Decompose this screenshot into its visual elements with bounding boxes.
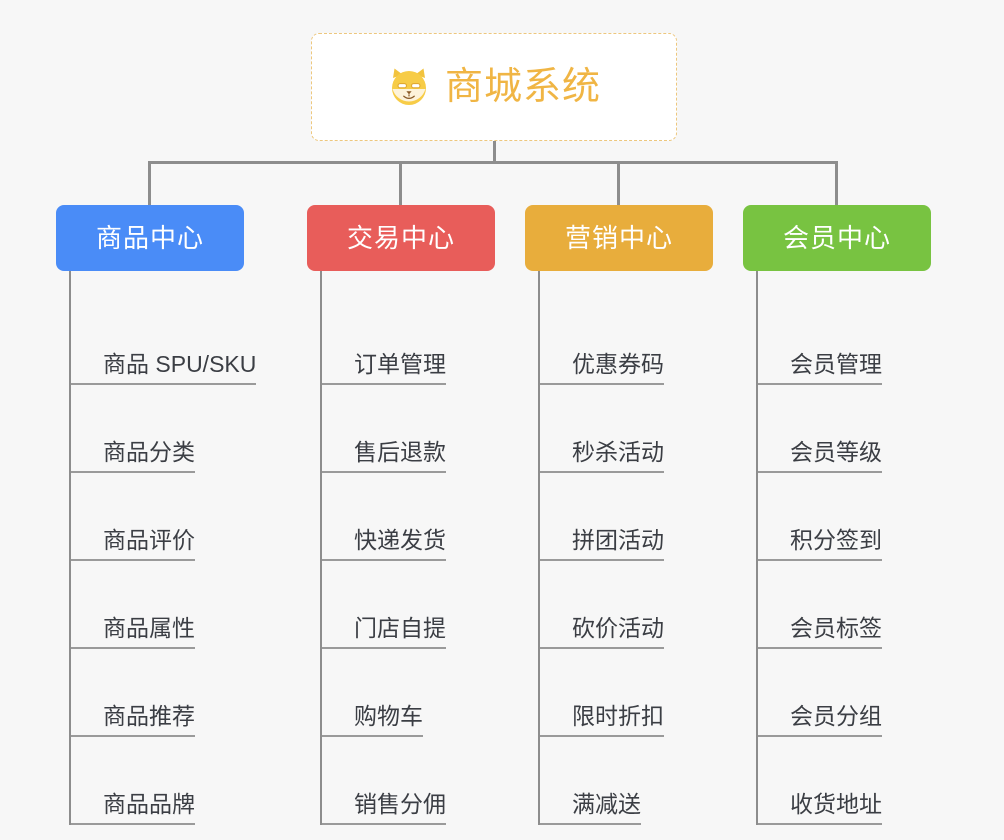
category-label-2: 交易中心 [346,223,455,253]
category-box-1[interactable]: 商品中心 [56,205,244,271]
connector-drop-4 [835,161,838,205]
leaf-label: 售后退款 [354,439,446,473]
leaf-item[interactable]: 售后退款 [322,385,495,473]
leaf-label: 会员等级 [790,439,882,473]
leaf-item[interactable]: 秒杀活动 [540,385,713,473]
leaf-label: 商品评价 [103,527,195,561]
branch-column-1: 商品中心 商品 SPU/SKU 商品分类 商品评价 商品属性 商品推荐 商品品牌 [56,205,257,825]
leaf-item[interactable]: 会员管理 [758,297,931,385]
leaf-item[interactable]: 会员标签 [758,561,931,649]
category-box-2[interactable]: 交易中心 [307,205,495,271]
leaf-label: 商品 SPU/SKU [103,351,257,385]
leaf-item[interactable]: 砍价活动 [540,561,713,649]
leaf-item[interactable]: 限时折扣 [540,649,713,737]
leaf-item[interactable]: 满减送 [540,737,713,825]
root-title: 商城系统 [444,66,601,108]
leaf-label: 砍价活动 [572,615,664,649]
leaf-item[interactable]: 优惠券码 [540,297,713,385]
category-label-3: 营销中心 [564,223,673,253]
leaf-label: 订单管理 [354,351,446,385]
leaf-label: 会员管理 [790,351,882,385]
branch-column-2: 交易中心 订单管理 售后退款 快递发货 门店自提 购物车 销售分佣 [307,205,495,825]
leaf-label: 秒杀活动 [572,439,664,473]
leaf-item[interactable]: 商品评价 [71,473,244,561]
leaf-item[interactable]: 商品分类 [71,385,244,473]
connector-drop-2 [399,161,402,205]
leaf-item[interactable]: 会员分组 [758,649,931,737]
leaf-item[interactable]: 商品 SPU/SKU [71,297,257,385]
leaf-item[interactable]: 商品属性 [71,561,244,649]
connector-horizontal-bar [148,161,838,164]
category-label-4: 会员中心 [782,223,891,253]
branch-column-4: 会员中心 会员管理 会员等级 积分签到 会员标签 会员分组 收货地址 [743,205,931,825]
leaf-item[interactable]: 收货地址 [758,737,931,825]
leaf-item[interactable]: 积分签到 [758,473,931,561]
connector-root-stem [493,141,496,163]
leaf-label: 商品推荐 [103,703,195,737]
leaf-list-2: 订单管理 售后退款 快递发货 门店自提 购物车 销售分佣 [320,271,495,825]
leaf-label: 满减送 [572,791,641,825]
leaf-item[interactable]: 门店自提 [322,561,495,649]
leaf-item[interactable]: 商品品牌 [71,737,244,825]
leaf-item[interactable]: 快递发货 [322,473,495,561]
leaf-list-4: 会员管理 会员等级 积分签到 会员标签 会员分组 收货地址 [756,271,931,825]
category-label-1: 商品中心 [95,223,204,253]
leaf-label: 收货地址 [790,791,882,825]
leaf-item[interactable]: 商品推荐 [71,649,244,737]
leaf-label: 购物车 [354,703,423,737]
root-node-shop-system[interactable]: 商城系统 [311,33,677,141]
leaf-label: 商品分类 [103,439,195,473]
leaf-label: 限时折扣 [572,703,664,737]
leaf-item[interactable]: 购物车 [322,649,495,737]
leaf-item[interactable]: 拼团活动 [540,473,713,561]
leaf-label: 会员标签 [790,615,882,649]
connector-drop-1 [148,161,151,205]
leaf-label: 积分签到 [790,527,882,561]
connector-drop-3 [617,161,620,205]
leaf-label: 快递发货 [354,527,446,561]
leaf-label: 拼团活动 [572,527,664,561]
leaf-label: 门店自提 [354,615,446,649]
category-box-4[interactable]: 会员中心 [743,205,931,271]
leaf-label: 会员分组 [790,703,882,737]
leaf-label: 商品属性 [103,615,195,649]
category-box-3[interactable]: 营销中心 [525,205,713,271]
leaf-list-3: 优惠券码 秒杀活动 拼团活动 砍价活动 限时折扣 满减送 [538,271,713,825]
shiba-dog-face-icon [387,65,431,109]
leaf-item[interactable]: 销售分佣 [322,737,495,825]
leaf-item[interactable]: 会员等级 [758,385,931,473]
leaf-label: 销售分佣 [354,791,446,825]
leaf-item[interactable]: 订单管理 [322,297,495,385]
leaf-list-1: 商品 SPU/SKU 商品分类 商品评价 商品属性 商品推荐 商品品牌 [69,271,257,825]
leaf-label: 优惠券码 [572,351,664,385]
branch-column-3: 营销中心 优惠券码 秒杀活动 拼团活动 砍价活动 限时折扣 满减送 [525,205,713,825]
leaf-label: 商品品牌 [103,791,195,825]
